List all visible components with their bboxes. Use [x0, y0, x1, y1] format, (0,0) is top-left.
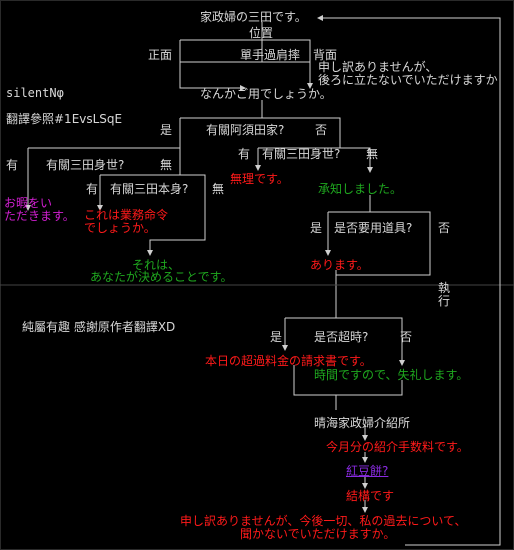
- node-mita-life-left: 有關三田身世?: [46, 158, 125, 172]
- node-mita-life-right: 有關三田身世?: [262, 147, 341, 161]
- node-tools: 是否要用道具?: [334, 221, 413, 235]
- node-decide-1: それは、: [132, 258, 181, 272]
- node-have-it: あります。: [310, 258, 369, 272]
- node-overtime-bill: 本日の超過料金の請求書です。: [205, 354, 372, 368]
- line-ot-merge: [336, 380, 403, 396]
- label-position: 位置: [249, 26, 274, 40]
- node-asuda: 有關阿須田家?: [206, 123, 285, 137]
- label-execute-2: 行: [438, 294, 451, 308]
- label-has-left: 有: [6, 158, 19, 172]
- node-red-bean: 紅豆餅?: [346, 464, 389, 478]
- label-front: 正面: [148, 48, 173, 62]
- node-final-1: 申し訳ありませんが、今後一切、私の過去について、: [180, 514, 467, 528]
- node-order-1: これは業務命令: [84, 208, 169, 222]
- node-off-1: お暇をい: [4, 196, 53, 210]
- node-overtime: 是否超時?: [314, 330, 369, 344]
- node-sorry-2: 後ろに立たないでいただけますか: [318, 73, 498, 87]
- line-ot-no: [285, 317, 405, 366]
- line-loop-back: [317, 15, 501, 546]
- node-off-2: ただきます。: [4, 209, 75, 223]
- label-has-mid: 有: [238, 147, 251, 161]
- node-understood: 承知しました。: [318, 182, 403, 196]
- node-decide-2: あなたが決めることです。: [90, 270, 233, 284]
- line-ot-agency: [293, 365, 337, 410]
- line-asuda-branch: [180, 117, 341, 135]
- label-none-left: 無: [160, 158, 173, 172]
- node-mita-self: 有關三田本身?: [110, 182, 189, 196]
- node-sorry-1: 申し訳ありませんが、: [318, 60, 438, 74]
- note-silent: silentNφ: [6, 86, 64, 100]
- label-yes-ot: 是: [270, 330, 283, 344]
- node-top: 家政婦の三田です。: [200, 10, 307, 24]
- line-front-what-need: [179, 62, 246, 91]
- note-credit: 純屬有趣 感謝原作者翻譯XD: [22, 320, 176, 334]
- label-yes1: 是: [160, 123, 173, 137]
- node-agency-fee: 今月分の紹介手数料です。: [326, 440, 469, 454]
- label-none-right: 無: [212, 182, 225, 196]
- node-final-2: 聞かないでいただけますか。: [240, 527, 396, 541]
- label-no1: 否: [315, 123, 328, 137]
- node-impossible: 無理です。: [230, 172, 289, 186]
- label-no-tools: 否: [438, 221, 451, 235]
- node-fine: 結構です: [346, 489, 395, 503]
- line-understood: [340, 147, 373, 173]
- label-execute-1: 執: [438, 281, 451, 295]
- node-what-need: なんかご用でしょうか。: [200, 87, 332, 101]
- label-back: 背面: [313, 48, 338, 62]
- node-agency: 晴海家政婦介紹所: [314, 416, 411, 430]
- node-time-up: 時間ですので、失礼します。: [314, 368, 469, 382]
- node-order-2: でしょうか。: [84, 221, 156, 235]
- label-none-mid: 無: [366, 147, 379, 161]
- note-ref: 翻譯參照#1EvsLSqE: [6, 112, 123, 126]
- label-no-ot: 否: [400, 330, 413, 344]
- label-yes-tools: 是: [310, 221, 323, 235]
- line-tools-box: [328, 211, 431, 276]
- label-single-shoulder: 單手過肩摔: [240, 48, 301, 62]
- label-has-self: 有: [86, 182, 99, 196]
- line-self-none-decide: [100, 174, 206, 256]
